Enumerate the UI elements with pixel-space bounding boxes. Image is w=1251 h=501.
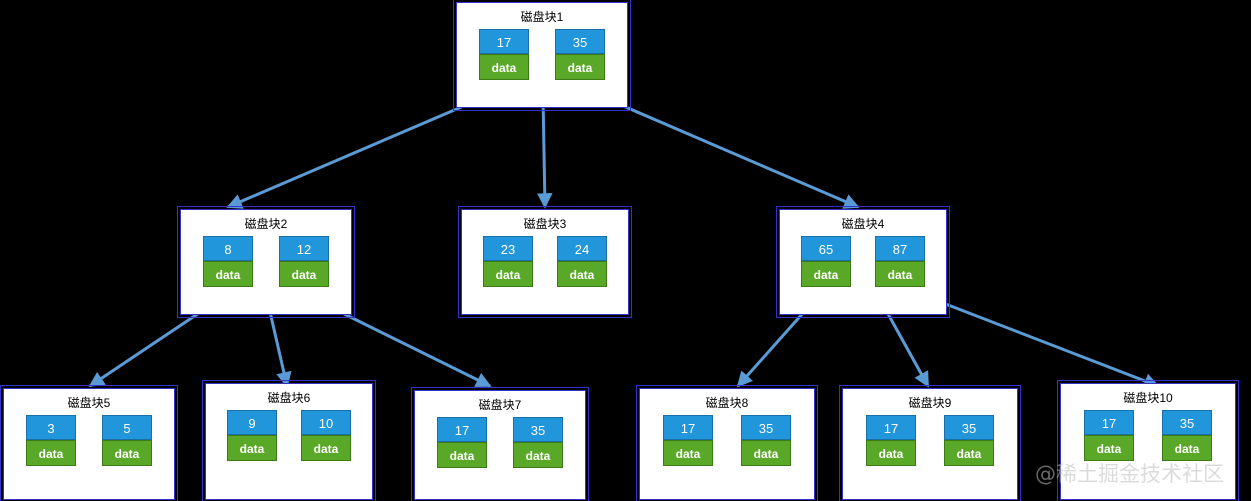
data-pointer: data	[555, 54, 605, 80]
key-value: 17	[663, 415, 713, 440]
key-value: 17	[437, 417, 487, 442]
node-title: 磁盘块3	[523, 217, 567, 231]
data-pointer: data	[301, 435, 351, 461]
data-pointer: data	[479, 54, 529, 80]
key-value: 35	[1162, 410, 1212, 435]
connector-node4-to-node9	[880, 302, 930, 388]
connector-node1-to-node2	[226, 94, 488, 209]
data-pointer: data	[437, 442, 487, 468]
key-value: 8	[203, 236, 253, 261]
node-title: 磁盘块9	[908, 396, 952, 410]
key-value: 24	[557, 236, 607, 261]
connector-node2-to-node7	[321, 301, 492, 388]
data-pointer: data	[102, 440, 152, 466]
data-pointer: data	[866, 440, 916, 466]
data-pointer: data	[663, 440, 713, 466]
key-value: 35	[944, 415, 994, 440]
key-value: 35	[513, 417, 563, 442]
data-pointer: data	[944, 440, 994, 466]
key-value: 12	[279, 236, 329, 261]
data-pointer: data	[513, 442, 563, 468]
data-pointer: data	[557, 261, 607, 287]
key-value: 3	[26, 415, 76, 440]
data-pointer: data	[279, 261, 329, 287]
node-title: 磁盘块1	[520, 10, 564, 24]
node-title: 磁盘块5	[67, 396, 111, 410]
data-pointer: data	[1084, 435, 1134, 461]
node-title: 磁盘块10	[1123, 391, 1173, 405]
key-value: 65	[801, 236, 851, 261]
key-value: 23	[483, 236, 533, 261]
connector-node4-to-node10	[942, 301, 1160, 389]
key-value: 35	[741, 415, 791, 440]
key-value: 87	[875, 236, 925, 261]
data-pointer: data	[203, 261, 253, 287]
data-pointer: data	[26, 440, 76, 466]
data-pointer: data	[483, 261, 533, 287]
key-value: 10	[301, 410, 351, 435]
node-title: 磁盘块2	[244, 217, 288, 231]
key-value: 35	[555, 29, 605, 54]
node-title: 磁盘块4	[841, 217, 885, 231]
key-value: 17	[479, 29, 529, 54]
connector-node1-to-node4	[599, 94, 860, 209]
connector-node4-to-node8	[736, 302, 814, 388]
node-title: 磁盘块7	[478, 398, 522, 412]
key-value: 5	[102, 415, 152, 440]
key-value: 17	[1084, 410, 1134, 435]
key-value: 17	[866, 415, 916, 440]
node-title: 磁盘块6	[267, 391, 311, 405]
connector-node1-to-node3	[536, 95, 553, 209]
data-pointer: data	[801, 261, 851, 287]
connector-node2-to-node5	[88, 301, 215, 388]
key-value: 9	[227, 410, 277, 435]
connector-node2-to-node6	[266, 302, 292, 388]
data-pointer: data	[1162, 435, 1212, 461]
data-pointer: data	[227, 435, 277, 461]
node-title: 磁盘块8	[705, 396, 749, 410]
data-pointer: data	[875, 261, 925, 287]
data-pointer: data	[741, 440, 791, 466]
